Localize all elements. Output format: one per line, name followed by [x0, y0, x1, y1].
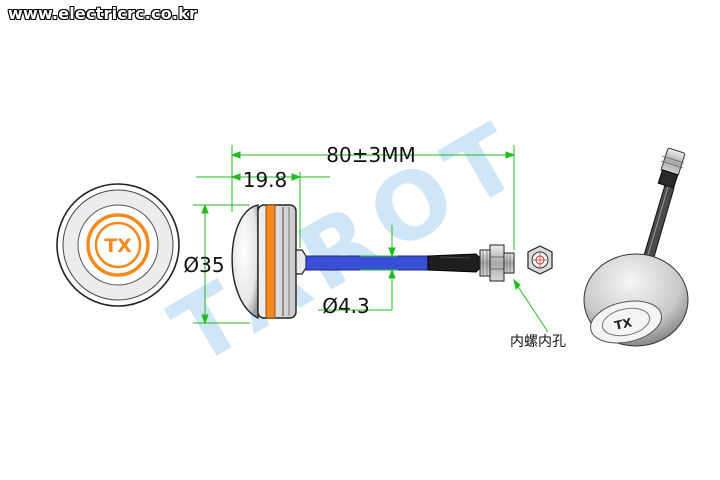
render-tx-label: TX [613, 315, 634, 332]
total-length-label: 80±3MM [326, 143, 415, 167]
cap-diameter-label: Ø35 [183, 253, 224, 277]
front-tx-label: TX [104, 235, 132, 257]
coax-cable [305, 255, 429, 271]
connector-note-label: 内螺内孔 [510, 334, 566, 350]
dimension-lines [193, 145, 549, 333]
side-view [231, 204, 515, 320]
antenna-render: TX [583, 147, 689, 347]
cap-height-label: 19.8 [243, 168, 288, 192]
hex-nut-view [527, 245, 553, 275]
sma-connector [479, 244, 515, 282]
cable-diameter-label: Ø4.3 [322, 294, 370, 318]
site-url-text: www.electricrc.co.kr [8, 4, 198, 23]
front-view: TX [56, 183, 180, 307]
